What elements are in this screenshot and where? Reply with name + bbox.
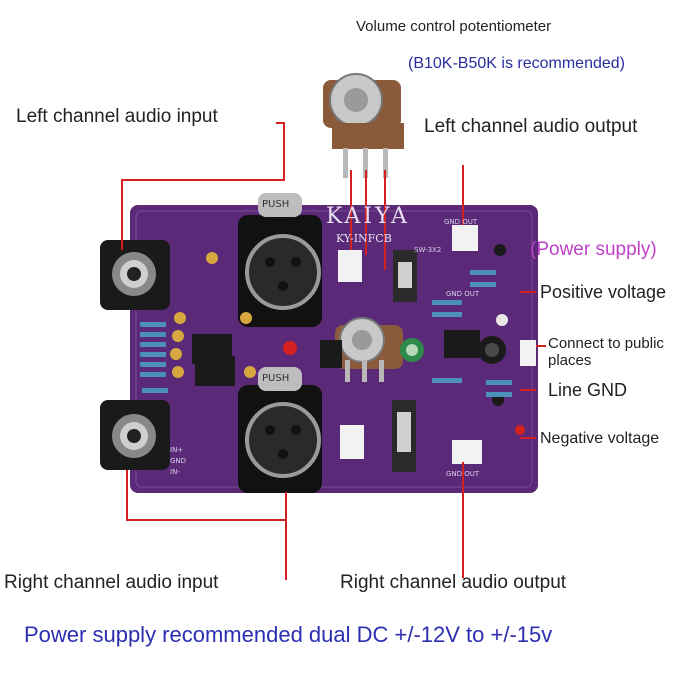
switch-label: SW-3X2 [414, 246, 442, 254]
pot-title-label: Volume control potentiometer [356, 18, 552, 35]
connector-white-2 [340, 425, 364, 459]
gnd-out-label-bottom: GND OUT [446, 470, 480, 478]
connector-power [520, 340, 536, 366]
connector-out-top [452, 225, 478, 251]
line-gnd-label: Line GND [548, 380, 628, 400]
left-input-label: Left channel audio input [16, 106, 218, 127]
negative-voltage-label: Negative voltage [540, 430, 660, 447]
footer-caption: Power supply recommended dual DC +/-12V … [24, 622, 553, 647]
public-places-label: Connect to public places [548, 335, 664, 369]
right-output-label: Right channel audio output [340, 572, 567, 593]
push-label-bottom: PUSH [262, 373, 290, 384]
gnd-label: GND [170, 457, 187, 465]
potentiometer-top [323, 73, 404, 178]
positive-voltage-label: Positive voltage [540, 282, 667, 302]
left-output-label: Left channel audio output [424, 116, 638, 137]
left-jack-top [100, 240, 170, 310]
power-supply-label: (Power supply) [530, 239, 657, 260]
ic-chip-3 [444, 330, 480, 358]
gnd-out-label-top: GND OUT [444, 218, 478, 226]
annotation-wires [121, 122, 546, 580]
xlr-connector-bottom [238, 367, 322, 493]
push-label-top: PUSH [262, 199, 290, 210]
model-text: KY-INFCB [336, 232, 392, 245]
connector-out-bottom [452, 440, 482, 464]
pot-note-label: (B10K-B50K is recommended) [408, 55, 625, 72]
ic-chip-2 [195, 356, 235, 386]
brand-text: KAIYA [326, 204, 410, 229]
ic-chip-4 [320, 340, 342, 368]
connector-white-1 [338, 250, 362, 282]
in-plus-label: IN+ [170, 446, 184, 454]
in-minus-label: IN- [170, 468, 180, 476]
left-jack-bottom [100, 400, 170, 470]
right-input-label: Right channel audio input [4, 572, 219, 593]
potentiometer-mid [335, 317, 403, 382]
gnd-out-label-mid: GND OUT [446, 290, 480, 298]
xlr-connector-top [238, 193, 322, 327]
